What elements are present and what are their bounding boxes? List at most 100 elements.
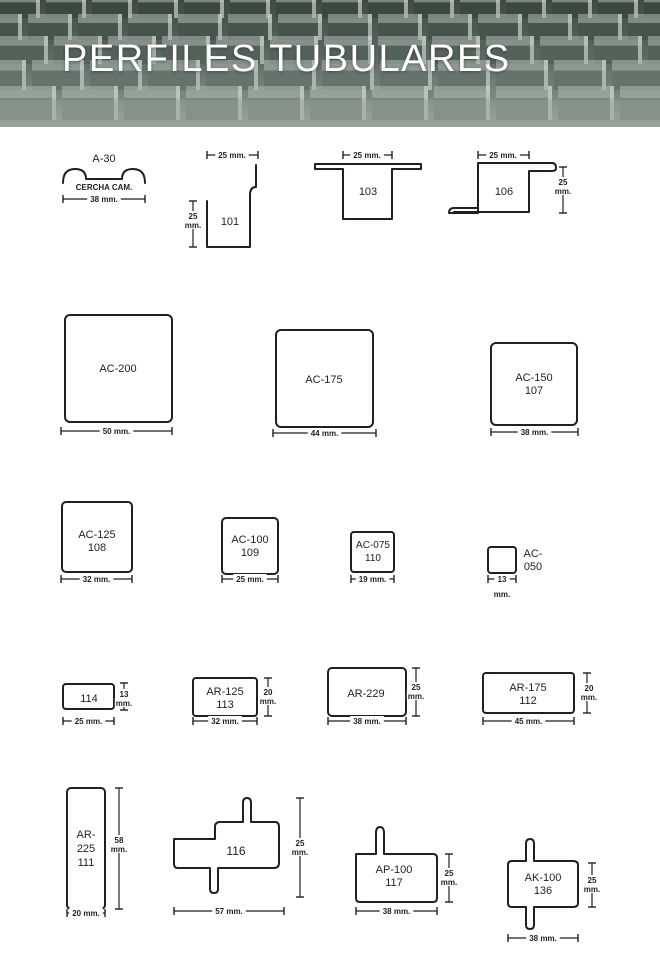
profile-label: 117 [385, 877, 403, 889]
profile-outline [350, 531, 395, 573]
dimension-label-bg [212, 906, 246, 916]
profile-label: 107 [525, 385, 543, 397]
profile-label: 225 [77, 843, 95, 855]
dimension-label: mm. [292, 848, 308, 857]
profile-label: AC-125 [78, 529, 115, 541]
dimension-label: 32 mm. [83, 575, 111, 584]
profile-outline [61, 501, 133, 573]
dimension-label-bg [258, 696, 278, 705]
dimension-label-bg [582, 884, 602, 893]
dimension-label-bg [215, 150, 249, 160]
profile-outline [487, 546, 517, 574]
dimension-label-bg [511, 716, 546, 726]
dimension-label-bg [293, 838, 307, 847]
dimension-label: mm. [494, 590, 510, 599]
profile-ac200: AC-200 50 mm. [60, 314, 173, 436]
dimension-label: 13 [498, 575, 507, 584]
dimension-label: mm. [441, 878, 457, 887]
dimension-label-bg [79, 574, 114, 584]
dimension-label: 25 [588, 876, 597, 885]
profile-label: AK-100 [525, 872, 562, 884]
dimension-label-bg [99, 426, 134, 436]
profile-label: 101 [221, 216, 239, 228]
profile-label: 112 [519, 695, 537, 707]
profile-label: AC-100 [231, 534, 268, 546]
profile-outline [206, 164, 257, 248]
dimension-label-bg [69, 908, 103, 918]
dimension-label-bg [208, 716, 242, 726]
profile-label: AR- [77, 829, 96, 841]
profile-outline [355, 826, 438, 903]
dimension-label: 20 [264, 688, 273, 697]
dimension-label-bg [526, 933, 560, 943]
dimension-label-bg [109, 844, 129, 853]
dimension-label: 25 [559, 178, 568, 187]
dimension-label: 38 mm. [353, 717, 381, 726]
dimension-label-bg [517, 427, 552, 437]
profile-outline [314, 163, 422, 220]
profile-outline [490, 342, 578, 426]
profile-outline [64, 314, 173, 423]
dimension-label-bg [87, 194, 121, 204]
header-banner: PERFILES TUBULARES [0, 0, 660, 127]
profile-label: AC-200 [99, 363, 136, 375]
dimension-label: 20 [585, 684, 594, 693]
profile-outline [275, 329, 374, 428]
dimension-label: mm. [555, 187, 571, 196]
dimension-label-bg [494, 574, 510, 584]
dimension-label-bg [355, 574, 390, 584]
dimension-label: 25 mm. [353, 151, 381, 160]
dimension-label-bg [290, 847, 310, 856]
dimension-label: 25 mm. [218, 151, 246, 160]
dimension-label-bg [442, 868, 456, 877]
profile-label: 050 [524, 561, 542, 573]
profile-outline [507, 838, 579, 930]
profile-outline [449, 162, 557, 214]
dimension-label-bg [233, 574, 267, 584]
profile-label: AC-175 [305, 374, 342, 386]
dimension-label-bg [183, 220, 203, 229]
profile-label: 110 [365, 553, 381, 564]
dimension-label: mm. [408, 692, 424, 701]
dimension-label: 32 mm. [211, 717, 239, 726]
dimension-label: mm. [260, 697, 276, 706]
profile-103: 25 mm. 103 [314, 150, 422, 220]
dimension-label: 25 mm. [75, 717, 103, 726]
dimension-label-bg [186, 211, 200, 220]
dimension-label-bg [114, 698, 134, 707]
dimension-label: 44 mm. [311, 429, 339, 438]
dimension-label-bg [556, 177, 570, 186]
dimension-label: 19 mm. [359, 575, 387, 584]
dimension-label: 25 mm. [489, 151, 517, 160]
dimension-label-bg [582, 683, 596, 692]
profile-label: AR-125 [206, 686, 243, 698]
dimension-label: mm. [185, 221, 201, 230]
dimension-label-bg [579, 692, 599, 701]
dimension-label: 57 mm. [215, 907, 243, 916]
dimension-label-bg [350, 150, 384, 160]
dimension-label: 25 [296, 839, 305, 848]
profile-label: 109 [241, 547, 259, 559]
profile-label: 103 [359, 186, 377, 198]
dimension-label-bg [350, 716, 384, 726]
dimension-label: 38 mm. [383, 907, 411, 916]
dimension-label-bg [71, 716, 106, 726]
profile-label: AR-175 [509, 682, 546, 694]
profile-label: 136 [534, 885, 552, 897]
profile-ac175: AC-175 44 mm. [272, 329, 377, 438]
profile-label: 108 [88, 542, 106, 554]
dimension-label: mm. [581, 693, 597, 702]
dimension-label-bg [112, 835, 126, 844]
dimension-label: 25 [412, 683, 421, 692]
dimension-label: 50 mm. [103, 427, 131, 436]
